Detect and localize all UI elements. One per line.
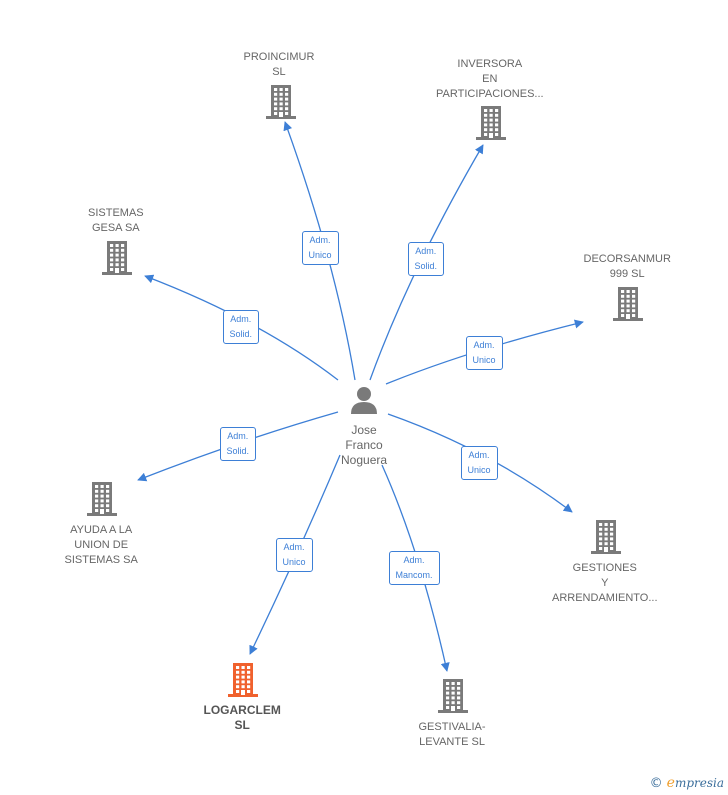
building-icon[interactable]	[227, 662, 259, 698]
company-name-line: AYUDA A LA	[70, 524, 133, 536]
empresia-brand: ©empresia	[650, 775, 724, 791]
person-name-line: Franco	[345, 438, 383, 452]
company-name-line: DECORSANMUR	[583, 253, 671, 265]
company-name-line: SISTEMAS SA	[64, 554, 138, 566]
relation-label-proincimur[interactable]: Adm. Unico	[301, 231, 339, 265]
company-name-line: PARTICIPACIONES...	[436, 88, 544, 100]
company-name-line: LEVANTE SL	[419, 736, 485, 748]
company-name-line: SL	[272, 66, 286, 78]
relation-label-line: Adm.	[227, 431, 249, 441]
relation-label-line: Unico	[472, 355, 496, 365]
relation-label-line: Adm.	[283, 542, 305, 552]
building-icon[interactable]	[590, 519, 622, 555]
company-name-sistemas-gesa[interactable]: SISTEMAS GESA SA	[88, 206, 144, 236]
person-name-line: Jose	[351, 423, 377, 437]
company-name-ayuda[interactable]: AYUDA A LA UNION DE SISTEMAS SA	[65, 523, 138, 568]
company-name-inversora[interactable]: INVERSORA EN PARTICIPACIONES...	[436, 57, 544, 102]
relation-label-line: Solid.	[229, 329, 253, 339]
company-name-line: EN	[482, 73, 498, 85]
relation-label-line: Adm.	[473, 340, 495, 350]
relation-label-ayuda[interactable]: Adm. Solid.	[219, 427, 257, 461]
company-name-line: ARRENDAMIENTO...	[552, 592, 658, 604]
company-name-line: GESTIVALIA-	[418, 721, 486, 733]
relation-label-decorsanmur[interactable]: Adm. Unico	[465, 336, 503, 370]
company-name-proincimur[interactable]: PROINCIMUR SL	[244, 50, 315, 80]
relation-label-line: Unico	[467, 465, 491, 475]
relation-label-line: Unico	[308, 250, 332, 260]
company-name-line: Y	[601, 577, 609, 589]
company-name-line: LOGARCLEM	[203, 703, 281, 717]
building-icon[interactable]	[86, 481, 118, 517]
building-icon[interactable]	[101, 240, 133, 276]
company-name-line: GESA SA	[91, 222, 140, 234]
company-name-line: SL	[234, 718, 250, 732]
building-icon[interactable]	[612, 286, 644, 322]
relation-label-line: Adm.	[403, 555, 425, 565]
relation-label-line: Adm.	[309, 235, 331, 245]
company-name-gestiones[interactable]: GESTIONES Y ARRENDAMIENTO...	[552, 561, 658, 606]
relation-label-gestiones[interactable]: Adm. Unico	[460, 446, 498, 480]
company-name-line: 999 SL	[609, 268, 645, 280]
relation-label-line: Unico	[282, 557, 306, 567]
company-name-line: INVERSORA	[457, 58, 523, 70]
brand-initial: e	[666, 775, 675, 791]
relation-label-logarclem[interactable]: Adm. Unico	[275, 538, 313, 572]
person-icon	[351, 387, 377, 414]
relation-label-line: Adm.	[230, 314, 252, 324]
building-icon[interactable]	[475, 105, 507, 141]
company-name-gestivalia[interactable]: GESTIVALIA- LEVANTE SL	[419, 720, 486, 750]
building-icon[interactable]	[437, 678, 469, 714]
relation-label-line: Adm.	[415, 246, 437, 256]
relation-label-gestivalia[interactable]: Adm. Mancom.	[388, 551, 440, 585]
relation-label-inversora[interactable]: Adm. Solid.	[407, 242, 445, 276]
person-name-line: Noguera	[341, 453, 388, 467]
relation-label-line: Solid.	[414, 261, 438, 271]
company-name-decorsanmur[interactable]: DECORSANMUR 999 SL	[584, 252, 671, 282]
relation-label-line: Adm.	[468, 450, 490, 460]
company-name-line: PROINCIMUR	[243, 51, 315, 63]
company-name-line: UNION DE	[74, 539, 129, 551]
brand-name: mpresia	[674, 776, 724, 790]
building-icon[interactable]	[265, 84, 297, 120]
company-name-line: SISTEMAS	[88, 207, 144, 219]
relation-label-sistemas-gesa[interactable]: Adm. Solid.	[222, 310, 260, 344]
relation-label-line: Solid.	[226, 446, 250, 456]
relation-label-line: Mancom.	[395, 570, 433, 580]
copyright-icon: ©	[649, 776, 663, 791]
company-name-line: GESTIONES	[572, 562, 637, 574]
